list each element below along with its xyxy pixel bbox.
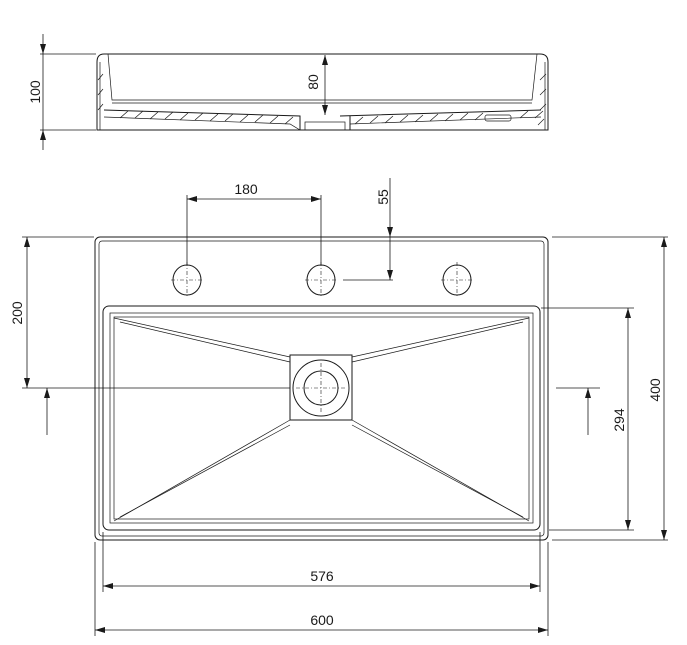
slope-lines: [119, 321, 524, 518]
side-view: 100 80: [27, 34, 549, 150]
basin-walls: [107, 53, 538, 101]
side-drain: [304, 121, 346, 131]
dim-total-depth: 400: [647, 378, 663, 402]
sink-rim: [98, 240, 545, 537]
hatching: [97, 73, 547, 126]
dim-hole-offset: 55: [375, 189, 391, 205]
side-outline: [96, 53, 549, 131]
basin-outline: [102, 305, 541, 531]
basin-inner: [109, 312, 534, 524]
dim-total-width: 600: [310, 612, 334, 628]
drain-recess: [289, 354, 353, 421]
dim-drain-offset: 200: [9, 301, 25, 325]
dim-basin-width: 576: [310, 568, 334, 584]
dim-hole-spacing: 180: [234, 181, 258, 197]
hatched-section: [103, 109, 542, 130]
center-line: [171, 262, 473, 298]
tap-holes: [171, 262, 473, 298]
dim-basin-depth: 80: [305, 74, 321, 90]
top-view: 180 55 200 294 400 576 600: [9, 178, 668, 636]
overflow: [484, 114, 512, 122]
dim-basin-length: 294: [611, 408, 627, 432]
basin-inner: [113, 316, 530, 520]
section-underside: [103, 116, 542, 131]
drain: [292, 359, 350, 417]
slope-lines: [113, 317, 530, 522]
dim-side-height: 100: [27, 80, 43, 104]
sink-outline: [94, 236, 549, 541]
